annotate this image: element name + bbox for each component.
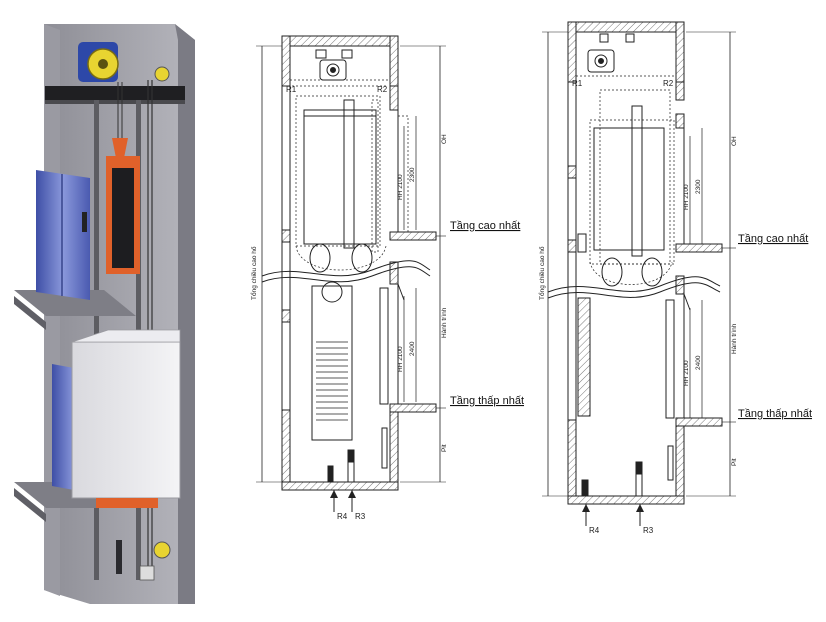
car-outline [593, 127, 665, 251]
buffer-left [327, 465, 334, 483]
tension-pulley-icon [153, 541, 171, 559]
travel-label: Hành trình [441, 307, 448, 338]
upper-landing-door [36, 170, 90, 300]
travel-label: Hành trình [731, 323, 738, 354]
bottom-floor-slab [389, 403, 437, 413]
counterweight [112, 168, 134, 268]
top-floor-slab [389, 231, 437, 241]
top-floor-label: Tầng cao nhất [738, 233, 808, 245]
car-pulley-left [601, 257, 623, 287]
buffer-right [139, 565, 155, 581]
bottom-floor-slab [675, 417, 723, 427]
door-clear-label: 2400 [409, 341, 416, 356]
counterweight-frame [311, 285, 353, 441]
counterweight-side [577, 297, 591, 417]
label-r3: R3 [355, 512, 366, 521]
label-r4: R4 [337, 512, 348, 521]
upper-floor-slab [14, 290, 136, 316]
top-beam [45, 86, 185, 100]
bottom-floor-label: Tầng thấp nhất [450, 395, 524, 407]
label-r3: R3 [643, 526, 654, 535]
car-pulley-right [641, 257, 663, 287]
counterweight-pulley [321, 281, 343, 303]
label-r4: R4 [589, 526, 600, 535]
label-r1: R1 [286, 85, 297, 94]
car-outline [303, 109, 377, 245]
drawing-1 [256, 35, 446, 512]
door-height-label: HH 2100 [683, 360, 690, 386]
shaft-illustration [14, 24, 195, 604]
drawing-2-labels: R1 R2 Tổng chiều cao hố OH HH 2100 2300 … [537, 79, 812, 535]
top-slab [281, 35, 399, 47]
overhead-label: OH [441, 134, 448, 144]
pit-floor [567, 495, 685, 505]
pit-label: Pit [441, 444, 448, 452]
shaft-height-label: Tổng chiều cao hố [249, 246, 258, 300]
door-clear-label: 2400 [695, 355, 702, 370]
cabin-clear-label: 2300 [409, 167, 416, 182]
label-r2: R2 [377, 85, 388, 94]
shaft-height-label: Tổng chiều cao hố [537, 246, 546, 300]
door-height-label: HH 2100 [397, 346, 404, 372]
drawing-1-labels: R1 R2 Tổng chiều cao hố OH HH 2100 2300 … [249, 85, 524, 521]
car-safety-frame [96, 498, 158, 508]
bottom-floor-label: Tầng thấp nhất [738, 408, 812, 420]
top-floor-label: Tầng cao nhất [450, 220, 520, 232]
top-slab [567, 21, 685, 33]
governor-icon [154, 66, 170, 82]
car-pulley-right [351, 243, 373, 273]
shaft-wall-side [175, 24, 195, 604]
buffer-left [116, 540, 122, 574]
buffer-left [581, 479, 589, 497]
top-floor-slab [675, 243, 723, 253]
pit-label: Pit [731, 458, 738, 466]
landing-door [379, 287, 389, 405]
elevator-car [71, 341, 181, 499]
cabin-height-label: HH 2100 [683, 184, 690, 210]
landing-door [665, 299, 675, 419]
overhead-label: OH [731, 136, 738, 146]
pit-floor [281, 481, 399, 491]
car-pulley-left [309, 243, 331, 273]
counterweight-top [112, 138, 128, 158]
label-r2: R2 [663, 79, 674, 88]
cabin-height-label: HH 2100 [397, 174, 404, 200]
drawing-2 [542, 21, 736, 526]
label-r1: R1 [572, 79, 583, 88]
cabin-clear-label: 2300 [695, 179, 702, 194]
